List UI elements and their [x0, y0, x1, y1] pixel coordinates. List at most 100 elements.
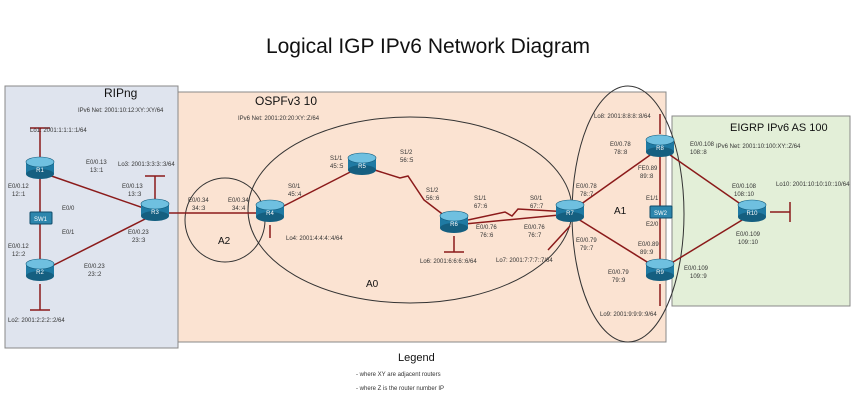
router-r3-top [140, 198, 170, 210]
r8-e078-label: E0/0.78 [610, 142, 631, 148]
router-r4-base [256, 212, 284, 222]
r3-addr13-label: 13::3 [128, 192, 142, 198]
router-r1-base [26, 169, 54, 179]
router-r3-label: R3 [151, 210, 159, 216]
router-r7: R7 [555, 199, 585, 222]
r6-addr67-label: 67::6 [474, 204, 488, 210]
router-r5: R5 [347, 152, 377, 175]
r6-addr56-label: 56::6 [426, 196, 440, 202]
link-r2-r3 [39, 213, 156, 273]
router-r6-top [439, 210, 469, 222]
switch-sw1-body [29, 211, 53, 225]
router-r8-label: R8 [656, 146, 664, 152]
router-r1: R1 [25, 156, 55, 179]
router-r6: R6 [439, 210, 469, 233]
r7-e079-label: E0/0.79 [576, 238, 597, 244]
routers: R1 R2 R3 R4 R5 [25, 134, 767, 281]
r9-e089-label: E0/0.89 [638, 242, 659, 248]
r10-e0108-label: E0/0.108 [732, 184, 757, 190]
router-r10: R10 [737, 199, 767, 222]
r6-s12-label: S1/2 [426, 188, 439, 194]
r10-addr108-label: 108::10 [734, 192, 755, 198]
lo1-label: Lo1: 2001:1:1:1::1/64 [30, 128, 87, 134]
r3-e023-label: E0/0.23 [128, 230, 149, 236]
sw2-e20-label: E2/0 [646, 222, 659, 228]
link-r5-r6 [361, 165, 455, 224]
router-r6-label: R6 [450, 222, 458, 228]
r5-s01-label: S1/1 [330, 156, 343, 162]
r5-s12-label: S1/2 [400, 150, 413, 156]
router-r10-base [738, 212, 766, 222]
router-r5-top [347, 152, 377, 164]
r6-s11-label: S1/1 [474, 196, 487, 202]
router-r3: R3 [140, 198, 170, 221]
sw2-e11-label: E1/1 [646, 196, 659, 202]
router-r4: R4 [255, 199, 285, 222]
router-r9-top [645, 258, 675, 270]
link-r1-r3 [39, 171, 156, 213]
router-r4-label: R4 [266, 211, 274, 217]
r2-addr12-label: 12::2 [12, 252, 26, 258]
r9-e0109-label: E0/0.109 [684, 266, 709, 272]
loopback-labels: Lo1: 2001:1:1:1::1/64 Lo2: 2001:2:2:2::2… [8, 114, 850, 324]
router-r10-label: R10 [746, 211, 758, 217]
zone-a1-label: A1 [614, 206, 627, 217]
r7-e078-label: E0/0.78 [576, 184, 597, 190]
r8-addr78-label: 78::8 [614, 150, 628, 156]
router-r7-base [556, 212, 584, 222]
r4-addr45-label: 45::4 [288, 192, 302, 198]
link-r6-r7 [453, 208, 571, 224]
switch-sw1-label: SW1 [34, 217, 48, 223]
r9-addr79-label: 79::9 [612, 278, 626, 284]
router-r2-top [25, 258, 55, 270]
link-r8-r10 [659, 147, 753, 213]
r5-addr56-label: 56::5 [400, 158, 414, 164]
router-r8: R8 [645, 134, 675, 157]
r9-e079-label: E0/0.79 [608, 270, 629, 276]
r2-e012-label: E0/0.12 [8, 244, 29, 250]
r7-addr78-label: 78::7 [580, 192, 594, 198]
lo7-stub [547, 225, 571, 251]
r3-addr23-label: 23::3 [132, 238, 146, 244]
r6-addr76-label: 76::6 [480, 233, 494, 239]
legend-title: Legend [398, 352, 435, 364]
ripng-net: IPv6 Net: 2001:10:12:XY::XY/64 [78, 108, 164, 114]
router-r9-base [646, 271, 674, 281]
router-r3-base [141, 211, 169, 221]
r7-addr67-label: 67::7 [530, 204, 544, 210]
r4-e034-label: E0/0.34 [228, 198, 249, 204]
link-r7-r8 [569, 147, 661, 213]
link-r7-r9 [569, 213, 661, 271]
switch-sw1: SW1 [29, 211, 53, 225]
r1-e012-label: E0/0.12 [8, 184, 29, 190]
zone-a0-label: A0 [366, 279, 379, 290]
r9-addr89-label: 89::9 [640, 250, 654, 256]
legend-line2: - where Z is the router number IP [356, 386, 444, 392]
lo9-label: Lo9: 2001:9:9:9::9/64 [600, 312, 657, 318]
lo2-label: Lo2: 2001:2:2:2::2/64 [8, 318, 65, 324]
lo7-label: Lo7: 2001:7:7:7::7/64 [496, 258, 553, 264]
switch-sw2-label: SW2 [654, 211, 668, 217]
diagram-title: Logical IGP IPv6 Network Diagram [266, 35, 590, 58]
link-r9-r10 [659, 213, 753, 271]
link-r6-r7-ethernet [453, 213, 571, 226]
link-r4-r5 [269, 165, 363, 214]
ripng-title: RIPng [104, 86, 137, 100]
r10-e0109-label: E0/0.109 [736, 232, 761, 238]
sw1-e01-label: E0/1 [62, 230, 75, 236]
ospf-title: OSPFv3 10 [255, 94, 317, 108]
links [39, 147, 753, 273]
r4-addr34-label: 34::4 [232, 206, 246, 212]
lo10-label: Lo10: 2001:10:10:10::10/64 [776, 182, 850, 188]
r1-addr12-label: 12::1 [12, 192, 26, 198]
lo8-label: Lo8: 2001:8:8:8::8/64 [594, 114, 651, 120]
r6-e076-label: E0/0.76 [476, 225, 497, 231]
r7-s01-label: S0/1 [530, 196, 543, 202]
router-r1-label: R1 [36, 168, 44, 174]
r3-e013-label: E0/0.13 [122, 184, 143, 190]
r1-addr13-label: 13::1 [90, 168, 104, 174]
r2-addr23-label: 23::2 [88, 272, 102, 278]
lo6-label: Lo6: 2001:6:6:6::6/64 [420, 259, 477, 265]
eigrp-net: IPv6 Net: 2001:10:100:XY::Z/64 [716, 144, 801, 150]
lo3-label: Lo3: 2001:3:3:3::3/64 [118, 162, 175, 168]
